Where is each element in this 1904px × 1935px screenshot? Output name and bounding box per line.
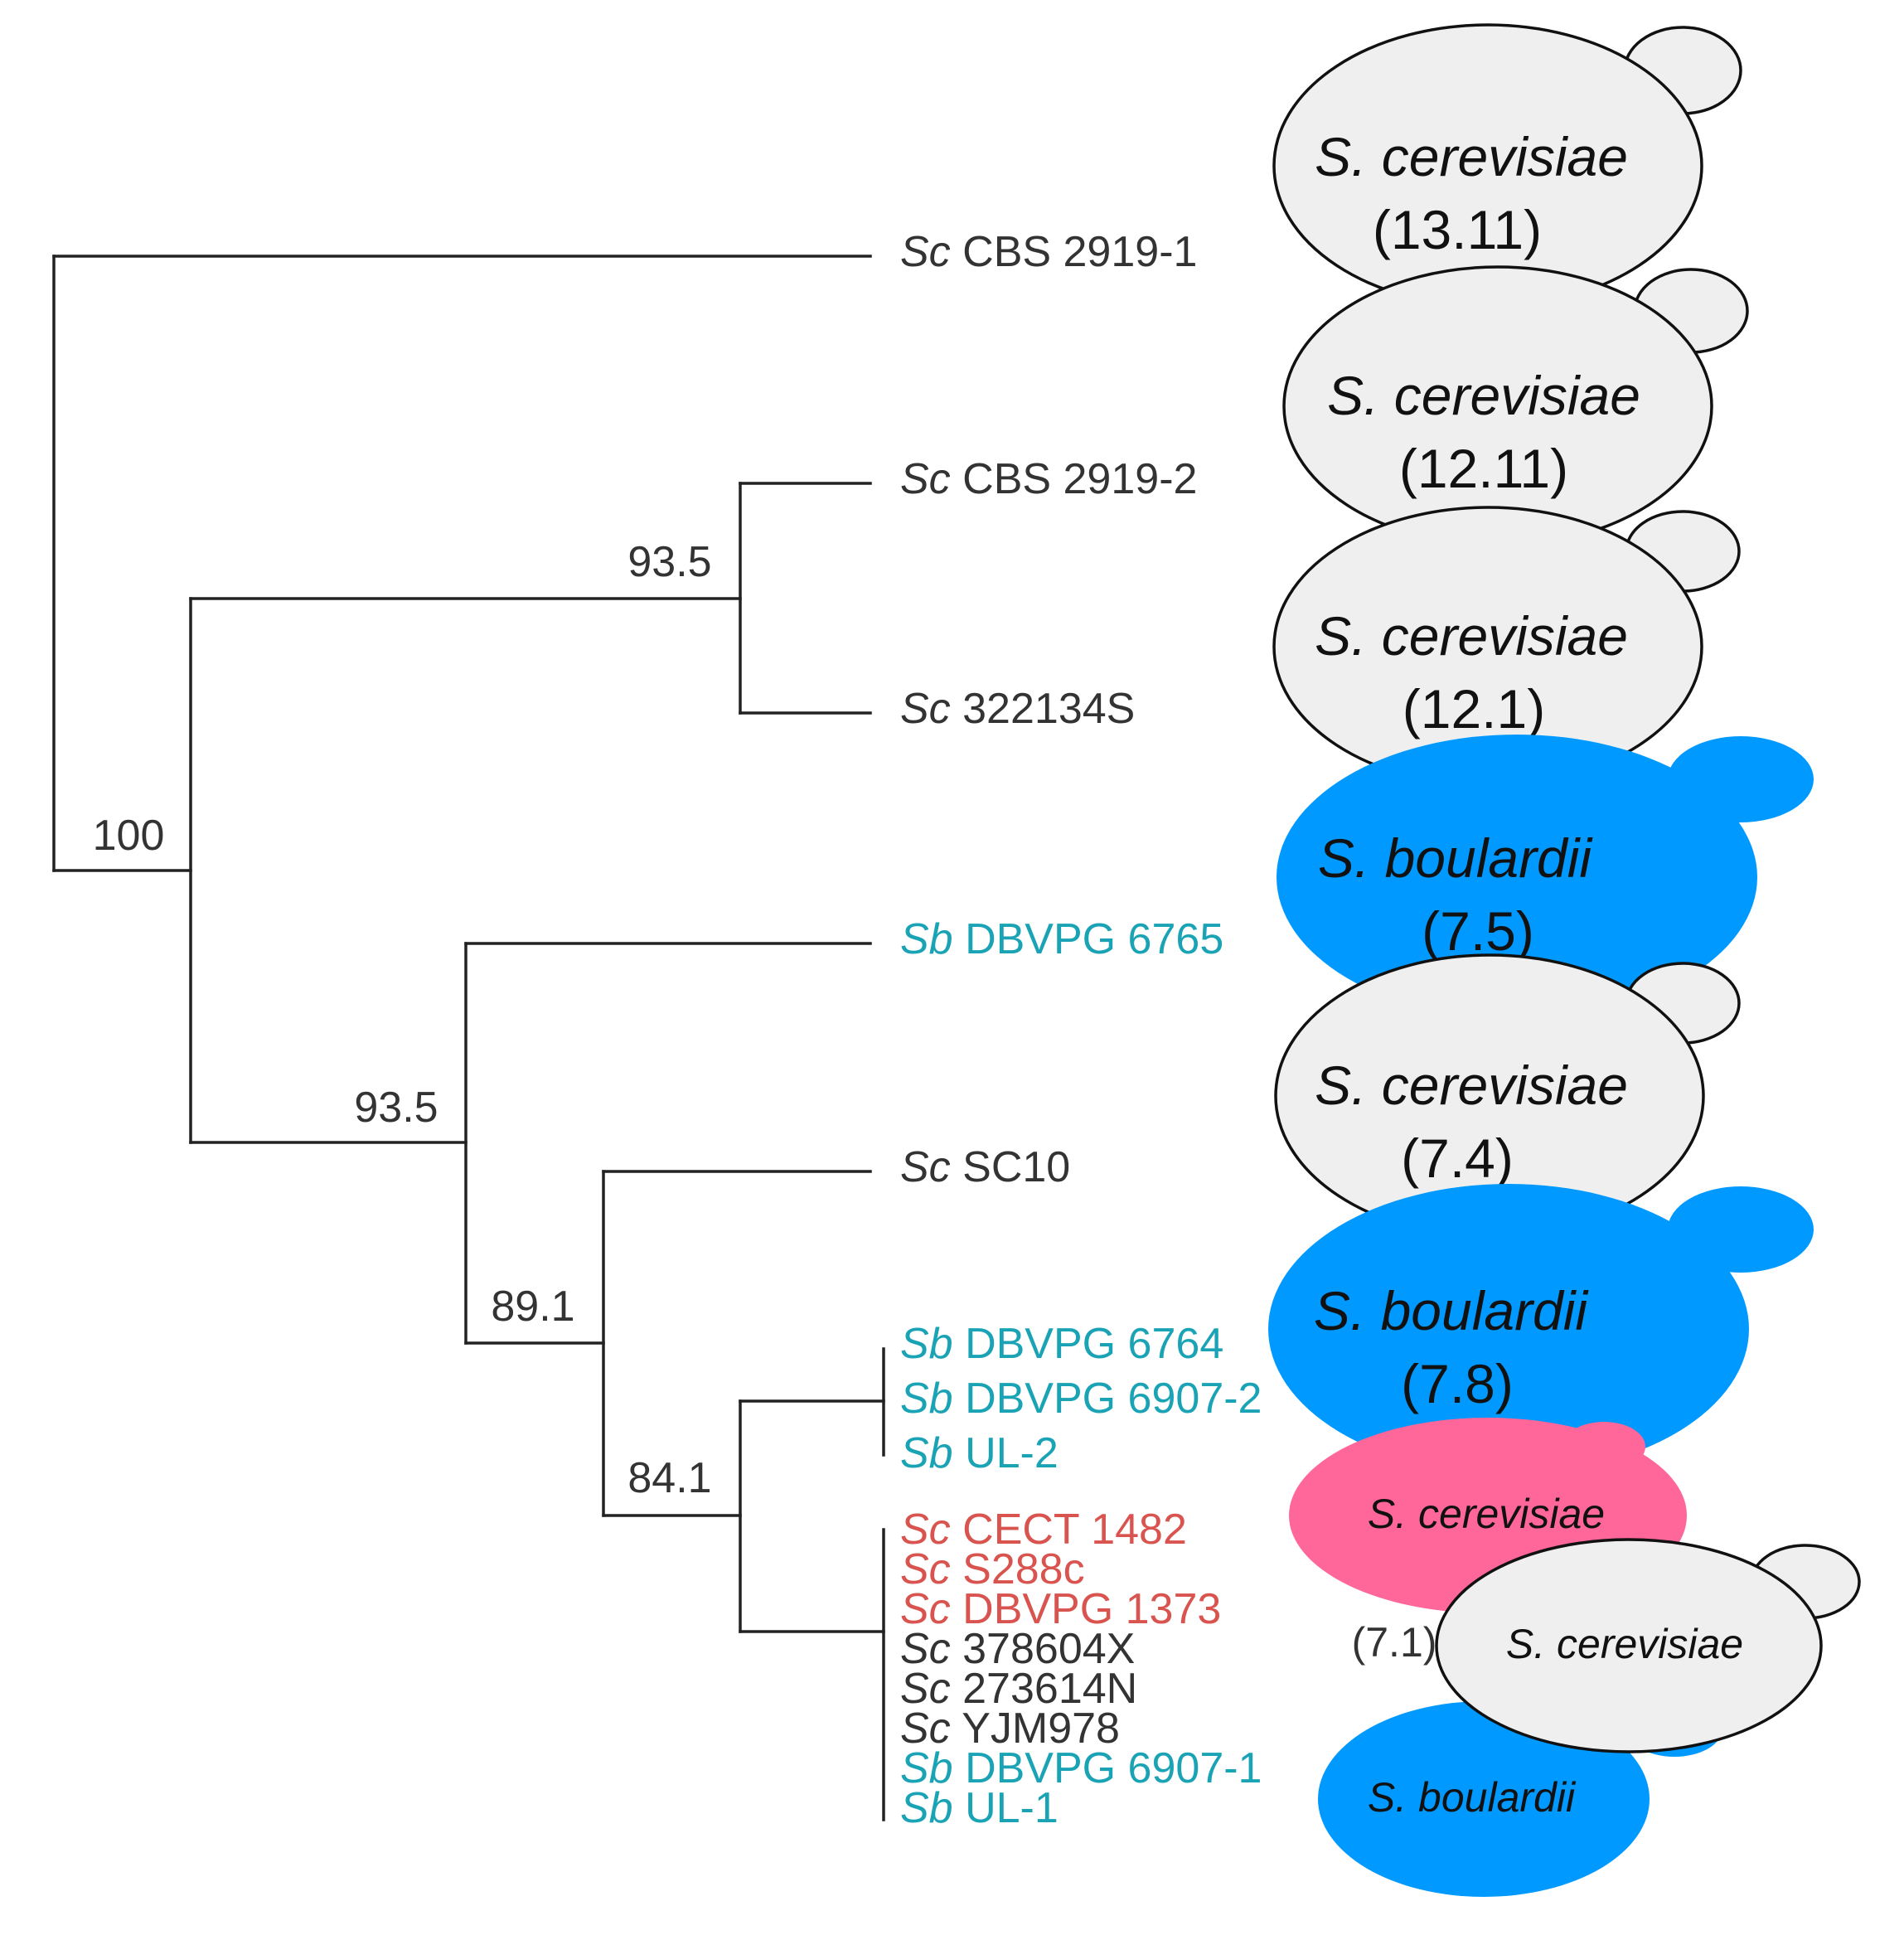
leaf-label: Sc S288c [900, 1545, 1085, 1593]
support-value: 93.5 [354, 1084, 438, 1132]
cell-species-label: S. cerevisiae [1315, 1055, 1628, 1116]
yeast-cell-boulardii: S. boulardii (7.8) [1268, 1184, 1814, 1474]
leaf-label: Sb UL-1 [900, 1784, 1059, 1832]
cell-species-label: S. boulardii [1368, 1774, 1577, 1821]
cell-value-label: (12.1) [1403, 678, 1545, 740]
leaf-label: Sb DBVPG 6907-2 [900, 1375, 1262, 1423]
support-values: 100 93.5 93.5 89.1 84.1 [93, 538, 712, 1502]
cell-species-label: S. cerevisiae [1327, 365, 1640, 426]
leaf-label: Sc 273614N [900, 1665, 1137, 1713]
leaf-label: Sc CBS 2919-2 [900, 455, 1197, 503]
tree-branches [52, 255, 885, 1821]
yeast-cell-cerevisiae: S. cerevisiae (12.11) [1282, 265, 1749, 547]
yeast-cell-body [1318, 1701, 1650, 1897]
leaf-label: Sc DBVPG 1373 [900, 1585, 1221, 1633]
cell-species-label: S. cerevisiae [1368, 1491, 1605, 1537]
leaf-label: Sc YJM978 [900, 1705, 1120, 1753]
yeast-cell-cerevisiae: S. cerevisiae (7.1) [1352, 1538, 1861, 1753]
leaf-labels: Sc CBS 2919-1 Sc CBS 2919-2 Sc 322134S S… [900, 228, 1262, 1832]
yeast-cell-cerevisiae: S. cerevisiae (13.11) [1272, 23, 1742, 308]
cell-species-label: S. cerevisiae [1506, 1621, 1743, 1667]
cell-value-label: (12.11) [1399, 438, 1568, 499]
leaf-label: Sb DBVPG 6907-1 [900, 1744, 1262, 1792]
leaf-label: Sb DBVPG 6765 [900, 915, 1223, 963]
cell-species-label: S. boulardii [1314, 1280, 1590, 1341]
yeast-cell-cerevisiae: S. cerevisiae (7.4) [1274, 953, 1741, 1239]
yeast-cell-boulardii: S. boulardii (7.5) [1277, 735, 1814, 1020]
cell-species-label: S. cerevisiae [1315, 605, 1628, 667]
cell-value-label: (7.1) [1352, 1619, 1437, 1666]
leaf-label: Sc CBS 2919-1 [900, 228, 1197, 276]
support-value: 89.1 [491, 1283, 574, 1331]
cell-value-label: (7.8) [1401, 1353, 1514, 1414]
leaf-label: Sc 378604X [900, 1625, 1135, 1673]
yeast-cells: S. cerevisiae (13.11) S. cerevisiae (12.… [1268, 23, 1861, 1897]
yeast-cell-body [1435, 1538, 1823, 1753]
leaf-label: Sb DBVPG 6764 [900, 1320, 1223, 1368]
cell-value-label: (7.4) [1401, 1128, 1514, 1189]
yeast-cell-body [1268, 1184, 1749, 1474]
leaf-label: Sc CECT 1482 [900, 1506, 1187, 1554]
cell-species-label: S. boulardii [1318, 827, 1594, 889]
cell-value-label: (13.11) [1373, 199, 1542, 260]
yeast-cell-cerevisiae: S. cerevisiae (12.1) [1272, 506, 1741, 788]
leaf-label: Sb UL-2 [900, 1429, 1059, 1477]
cell-species-label: S. cerevisiae [1315, 126, 1628, 187]
support-value: 93.5 [627, 538, 711, 586]
support-value: 100 [93, 812, 165, 860]
support-value: 84.1 [627, 1454, 711, 1502]
cell-value-label: (7.5) [1422, 900, 1534, 962]
leaf-label: Sc 322134S [900, 685, 1135, 733]
yeast-cell-body [1277, 735, 1757, 1020]
leaf-label: Sc SC10 [900, 1143, 1070, 1191]
